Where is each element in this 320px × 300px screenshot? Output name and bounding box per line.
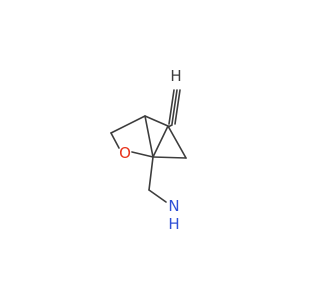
amine-nitrogen-label: N [168, 197, 179, 215]
bond-c6-c1 [152, 156, 187, 159]
bond-c5-c6 [167, 125, 187, 159]
bond-c4-c1 [144, 115, 154, 158]
terminal-hydrogen-label: H [170, 67, 181, 85]
bond-c1-ch2 [148, 156, 154, 191]
triple-bond-line-3 [174, 89, 181, 125]
bond-c3-o [110, 132, 120, 149]
amine-hydrogen-label: H [168, 215, 179, 233]
molecule-canvas: H O N H [110, 67, 187, 233]
structure-diagram: H O N H [110, 67, 187, 233]
bond-c4-c3 [110, 115, 146, 134]
bond-c5-c4 [144, 115, 169, 127]
oxygen-atom-label: O [119, 144, 131, 162]
bond-ch2-n [148, 189, 167, 203]
alkyne-triple-bond [168, 89, 181, 125]
bond-c5-c1 [152, 125, 169, 158]
triple-bond-line-2 [171, 89, 178, 125]
bond-o-c1 [131, 151, 154, 158]
triple-bond-line-1 [168, 89, 175, 125]
